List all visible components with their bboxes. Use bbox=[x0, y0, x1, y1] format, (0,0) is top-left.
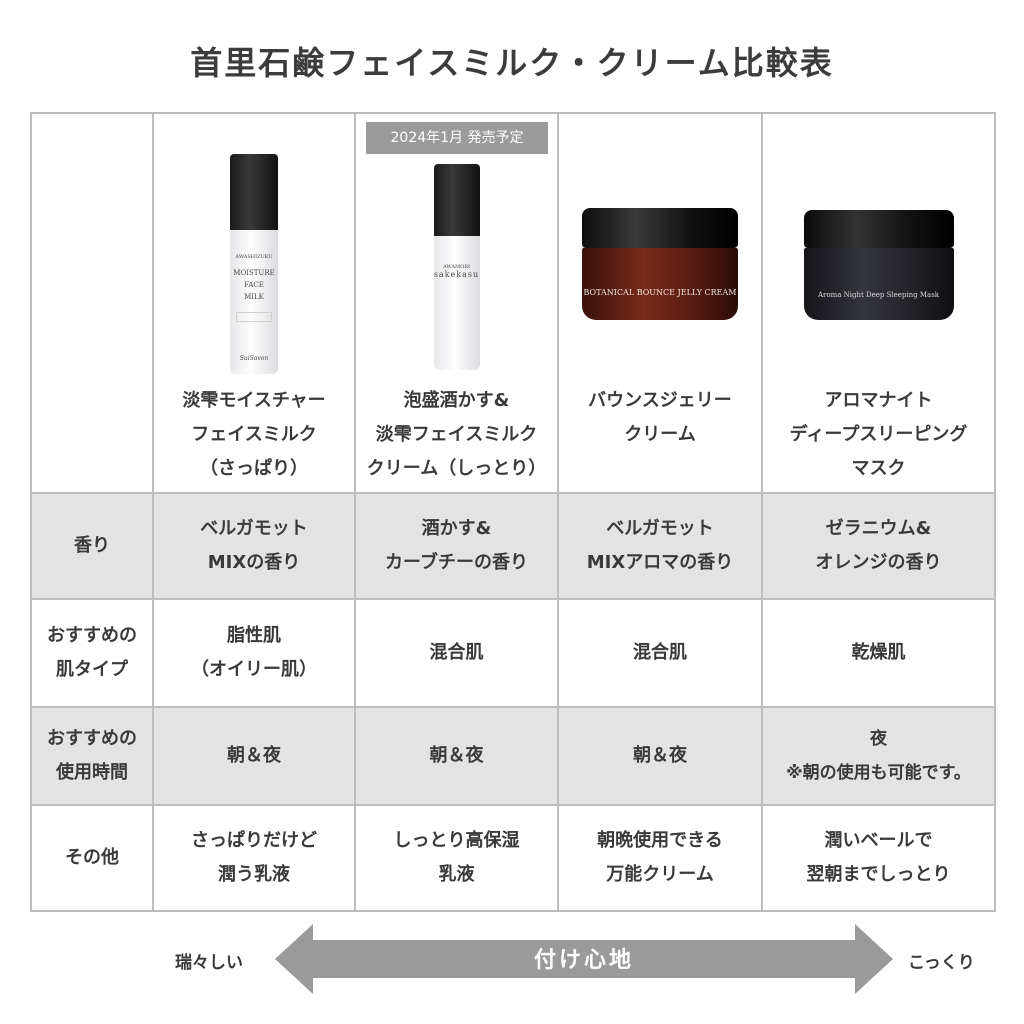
table-cell: ゼラニウム&オレンジの香り bbox=[761, 492, 996, 600]
table-cell: 朝＆夜 bbox=[354, 706, 559, 806]
product-cell-sakekasu-cream: 2024年1月 発売予定 AWAMORI sakekasu 泡盛酒かす& 淡雫フ… bbox=[354, 112, 559, 494]
product-header-row: AWASHIZUKU MOISTURE FACE MILK SuiSavon 淡… bbox=[30, 112, 996, 494]
table-cell: 酒かす&カーブチーの香り bbox=[354, 492, 559, 600]
table-cell: 乾燥肌 bbox=[761, 598, 996, 708]
comparison-table: AWASHIZUKU MOISTURE FACE MILK SuiSavon 淡… bbox=[30, 112, 996, 912]
row-header-scent: 香り bbox=[30, 492, 154, 600]
row-header-other: その他 bbox=[30, 804, 154, 912]
other-row: その他 さっぱりだけど潤う乳液 しっとり高保湿乳液 朝晩使用できる万能クリーム … bbox=[30, 804, 996, 912]
face-milk-bottle-image: AWASHIZUKU MOISTURE FACE MILK SuiSavon bbox=[230, 154, 278, 374]
table-cell: しっとり高保湿乳液 bbox=[354, 804, 559, 912]
sleeping-mask-jar-image: Aroma Night Deep Sleeping Mask bbox=[803, 210, 954, 320]
product-cell-sleeping-mask: Aroma Night Deep Sleeping Mask アロマナイト ディ… bbox=[761, 112, 996, 494]
table-cell: 朝＆夜 bbox=[152, 706, 356, 806]
product-name-jelly-cream: バウンスジェリー クリーム bbox=[588, 390, 732, 445]
table-cell: 潤いベールで翌朝までしっとり bbox=[761, 804, 996, 912]
corner-cell bbox=[30, 112, 154, 494]
table-cell: 混合肌 bbox=[354, 598, 559, 708]
row-header-usage-time: おすすめの使用時間 bbox=[30, 706, 154, 806]
scale-left-label: 瑞々しい bbox=[175, 953, 243, 973]
table-cell: 脂性肌（オイリー肌） bbox=[152, 598, 356, 708]
table-cell: 混合肌 bbox=[557, 598, 763, 708]
table-cell: 朝晩使用できる万能クリーム bbox=[557, 804, 763, 912]
row-header-skin-type: おすすめの肌タイプ bbox=[30, 598, 154, 708]
jelly-cream-jar-image: BOTANICAL BOUNCE JELLY CREAM bbox=[582, 208, 738, 320]
sakekasu-bottle-image: AWAMORI sakekasu bbox=[433, 164, 480, 370]
product-name-face-milk: 淡雫モイスチャー フェイスミルク （さっぱり） bbox=[182, 390, 326, 479]
table-cell: 夜※朝の使用も可能です。 bbox=[761, 706, 996, 806]
table-cell: 朝＆夜 bbox=[557, 706, 763, 806]
product-cell-face-milk: AWASHIZUKU MOISTURE FACE MILK SuiSavon 淡… bbox=[152, 112, 356, 494]
product-name-sleeping-mask: アロマナイト ディープスリーピング マスク bbox=[789, 390, 968, 479]
scale-center-label: 付け心地 bbox=[533, 948, 634, 973]
table-cell: さっぱりだけど潤う乳液 bbox=[152, 804, 356, 912]
usage-time-row: おすすめの使用時間 朝＆夜 朝＆夜 朝＆夜 夜※朝の使用も可能です。 bbox=[30, 706, 996, 806]
product-cell-jelly-cream: BOTANICAL BOUNCE JELLY CREAM バウンスジェリー クリ… bbox=[557, 112, 763, 494]
skin-type-row: おすすめの肌タイプ 脂性肌（オイリー肌） 混合肌 混合肌 乾燥肌 bbox=[30, 598, 996, 708]
page-title: 首里石鹸フェイスミルク・クリーム比較表 bbox=[190, 44, 834, 82]
scale-right-label: こっくり bbox=[908, 953, 975, 973]
double-arrow-icon bbox=[275, 924, 893, 994]
release-badge: 2024年1月 発売予定 bbox=[366, 122, 548, 154]
product-name-sakekasu-cream: 泡盛酒かす& 淡雫フェイスミルク クリーム（しっとり） bbox=[366, 390, 547, 479]
